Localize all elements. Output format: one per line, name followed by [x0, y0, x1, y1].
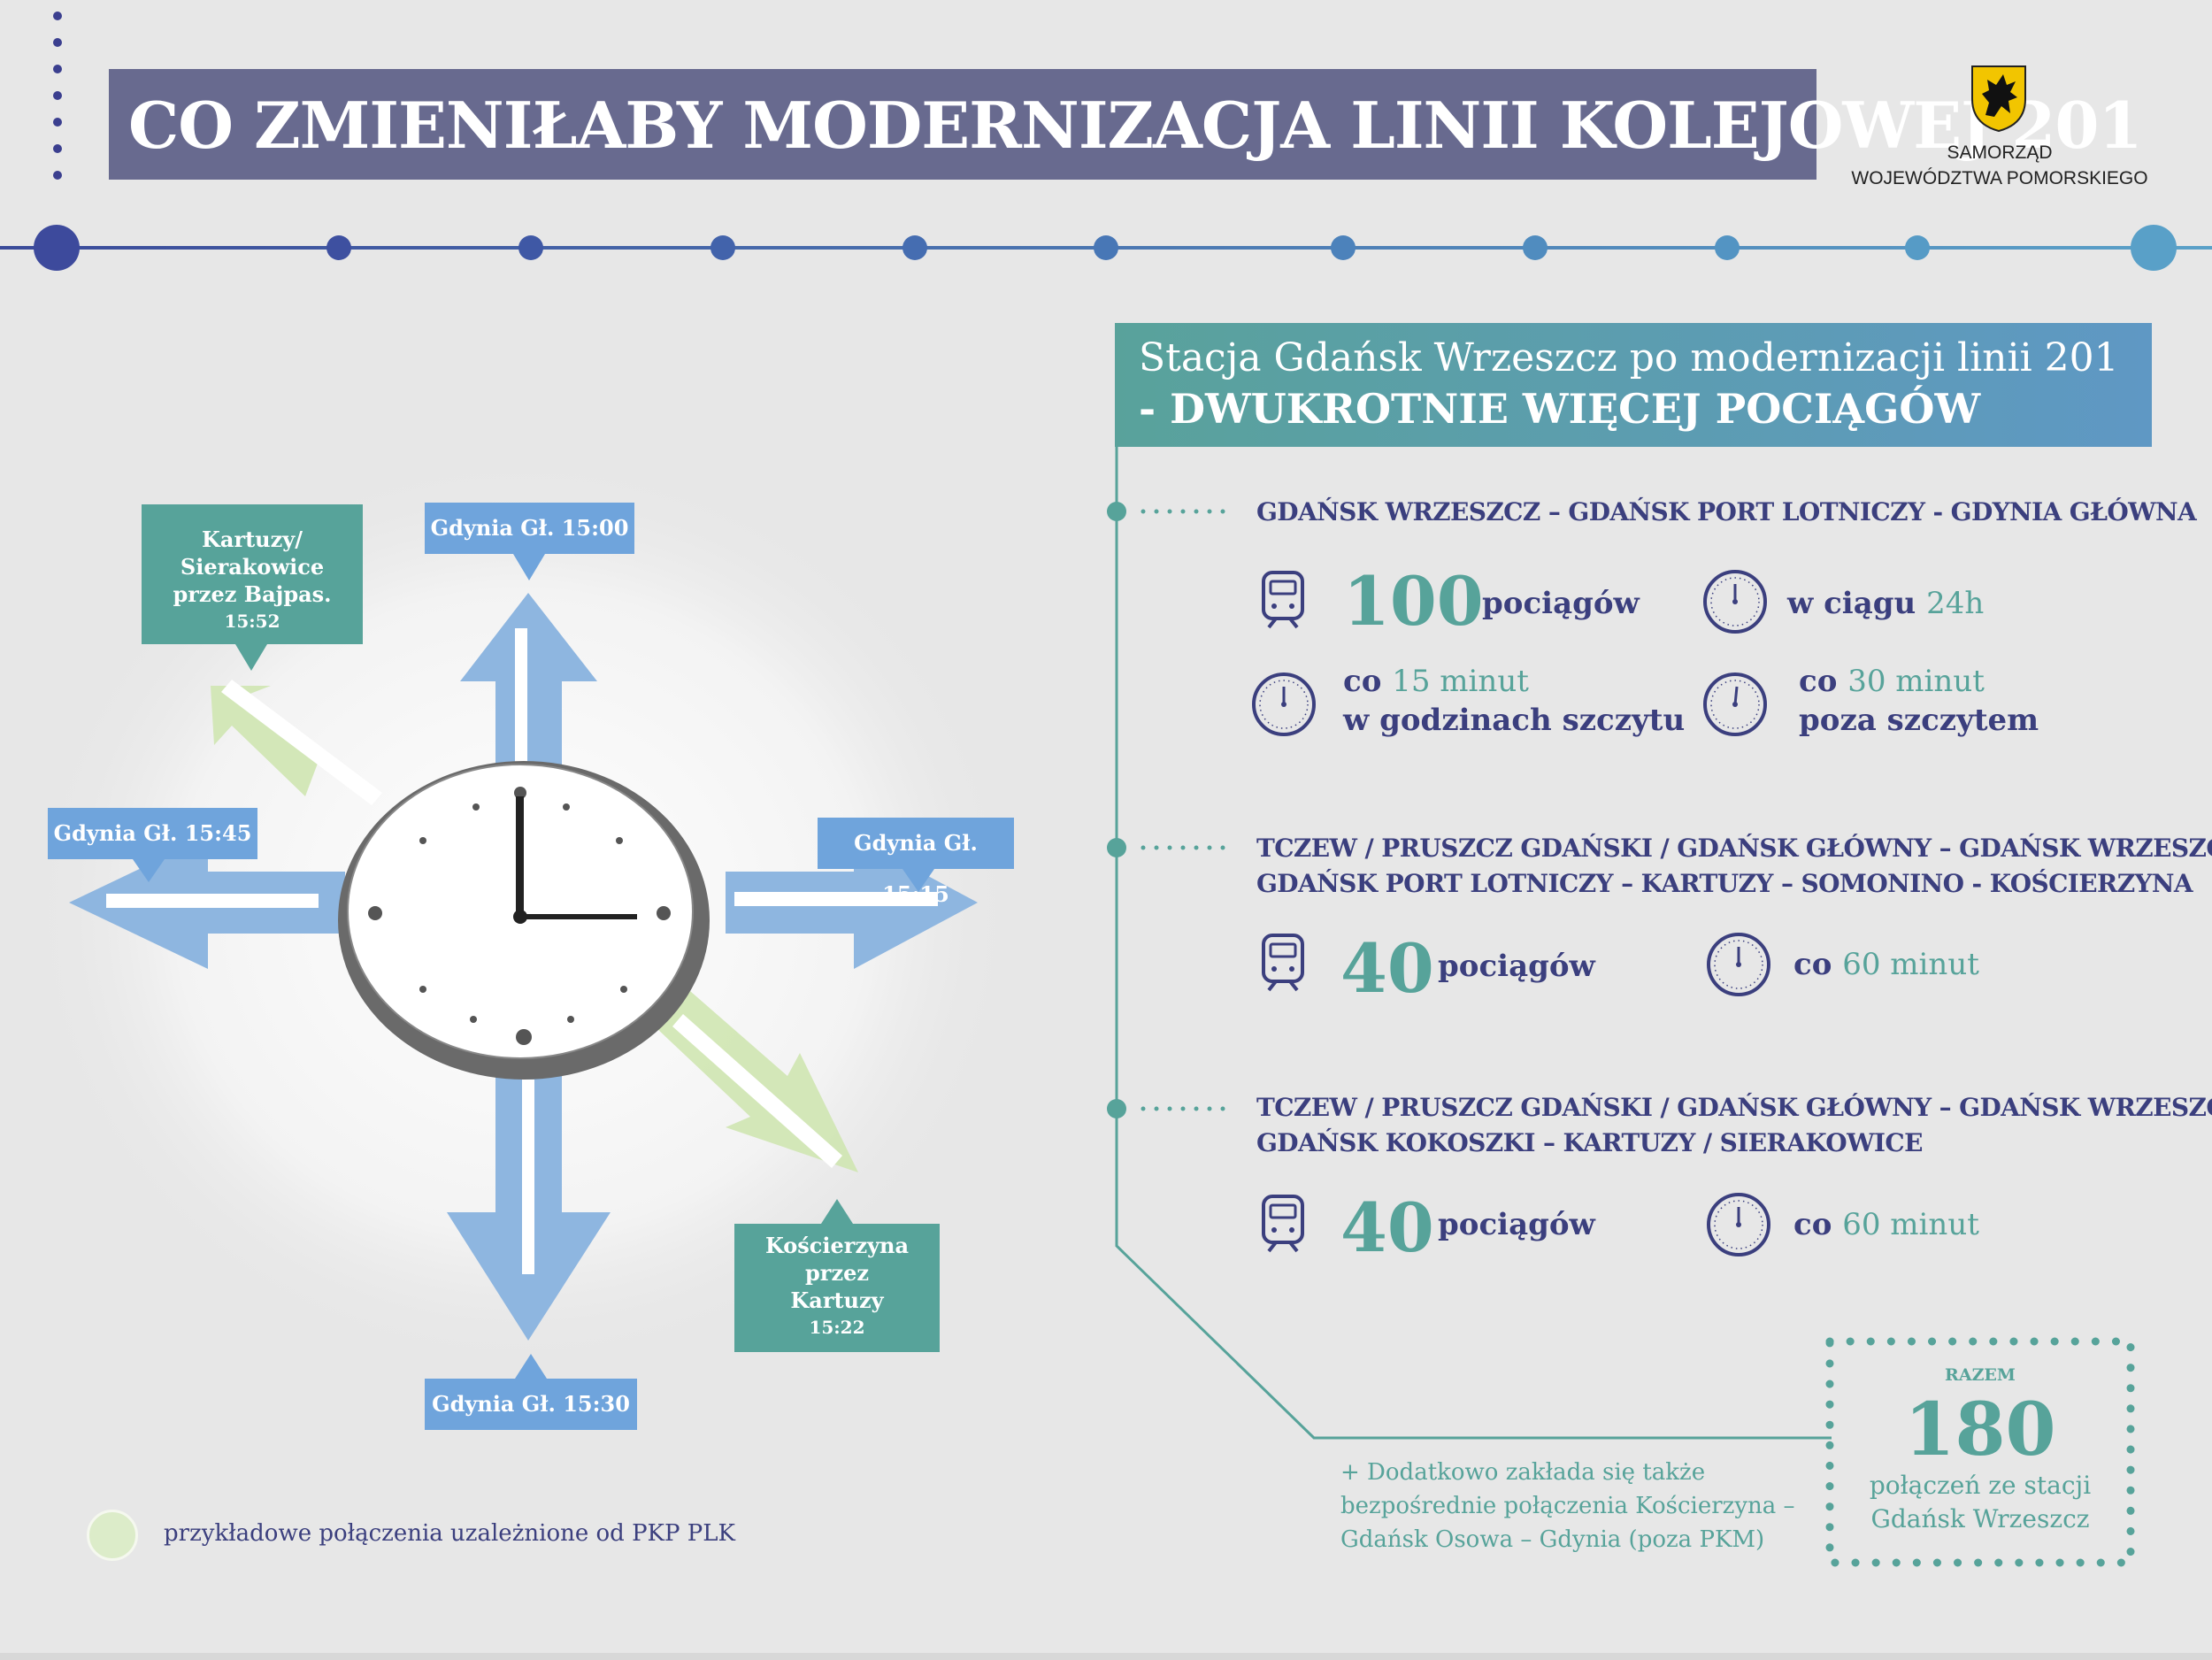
route3-freq: co 60 minut — [1793, 1205, 1979, 1244]
tag-south: Gdynia Gł. 15:30 — [425, 1379, 637, 1430]
page-title: CO ZMIENIŁABY MODERNIZACJA LINII KOLEJOW… — [128, 88, 2143, 163]
tag-se-line4: 15:22 — [809, 1317, 865, 1338]
total-label: RAZEM — [1945, 1365, 2016, 1385]
tag-nw-pointer — [235, 644, 267, 671]
arrow-north-blue — [460, 593, 597, 792]
clock-icon — [1707, 1193, 1770, 1257]
panel-title-line1: Stacja Gdańsk Wrzeszcz po modernizacji l… — [1139, 335, 2119, 380]
tag-se-line2: przez — [805, 1260, 869, 1286]
tag-west: Gdynia Gł. 15:45 — [48, 808, 257, 859]
tag-north-pointer — [513, 554, 545, 580]
train-icon — [1262, 934, 1304, 992]
griffin-shield-icon — [1971, 65, 2026, 133]
tag-west-pointer — [133, 859, 165, 882]
route3-name-line1: TCZEW / PRUSZCZ GDAŃSKI / GDAŃSK GŁÓWNY … — [1256, 1093, 2212, 1122]
route2-freq-value: 60 minut — [1842, 947, 1979, 982]
tag-nw: Kartuzy/ Sierakowice przez Bajpas. 15:52 — [142, 504, 363, 644]
route1-freq-peak-value: 15 minut — [1392, 664, 1529, 699]
route3-name-line2: GDAŃSK KOKOSZKI – KARTUZY / SIERAKOWICE — [1256, 1128, 1923, 1157]
tag-nw-line4: 15:52 — [224, 611, 280, 632]
tag-se-line1: Kościerzyna — [764, 1233, 910, 1258]
total-desc-line1: połączeń ze stacji — [1869, 1471, 2092, 1500]
route2-trains-label: pociągów — [1438, 949, 1595, 984]
arrow-south-blue — [447, 1062, 611, 1341]
tag-se: Kościerzyna przez Kartuzy 15:22 — [734, 1224, 940, 1352]
route1-freq-peak-prefix: co — [1343, 664, 1382, 699]
total-desc-line2: Gdańsk Wrzeszcz — [1870, 1504, 2090, 1533]
tag-nw-line2: Sierakowice — [180, 554, 325, 580]
logo-line2: WOJEWÓDZTWA POMORSKIEGO — [1851, 168, 2148, 188]
route1-name: GDAŃSK WRZESZCZ – GDAŃSK PORT LOTNICZY -… — [1256, 497, 2197, 526]
clock-icon — [1707, 933, 1770, 996]
route3-trains-label: pociągów — [1438, 1207, 1595, 1242]
tag-north: Gdynia Gł. 15:00 — [425, 503, 634, 554]
total-description: połączeń ze stacji Gdańsk Wrzeszcz — [1824, 1469, 2136, 1536]
route2-trains-count: 40 — [1340, 929, 1434, 1008]
total-box-dotted-frame — [1825, 1337, 2135, 1567]
route2-freq-prefix: co — [1793, 947, 1832, 982]
tag-south-pointer — [515, 1354, 547, 1379]
clock-icon — [1703, 570, 1767, 634]
route1-freq-peak-suffix: w godzinach szczytu — [1343, 703, 1686, 738]
footer-divider — [0, 1653, 2212, 1660]
route2-freq: co 60 minut — [1793, 945, 1979, 984]
route3-freq-value: 60 minut — [1842, 1207, 1979, 1242]
tag-nw-line3: przez Bajpas. — [173, 581, 332, 607]
route1-freq-off-prefix: co — [1799, 664, 1838, 699]
arrow-west-blue — [69, 836, 345, 969]
dotted-vertical-line — [53, 12, 62, 180]
route1-trains-count: 100 — [1343, 562, 1484, 641]
route1-freq-off-suffix: poza szczytem — [1799, 703, 2039, 738]
legend-text: przykładowe połączenia uzależnione od PK… — [164, 1520, 735, 1547]
tag-east: Gdynia Gł. 15:15 — [818, 818, 1014, 907]
tag-east-pointer — [902, 869, 934, 892]
title-banner — [109, 69, 1816, 180]
panel-header — [1115, 323, 2152, 447]
arrow-se-green — [655, 991, 858, 1172]
clock-minute-hand — [516, 796, 524, 916]
tag-se-line3: Kartuzy — [790, 1287, 884, 1313]
train-icon — [1262, 571, 1304, 629]
route1-freq-off-value: 30 minut — [1847, 664, 1985, 699]
route1-period-value: 24h — [1926, 586, 1985, 621]
train-icon — [1262, 1195, 1304, 1253]
route2-name-line1: TCZEW / PRUSZCZ GDAŃSKI / GDAŃSK GŁÓWNY … — [1256, 834, 2212, 863]
timeline-decoration — [0, 225, 2212, 271]
extra-note: + Dodatkowo zakłada się także bezpośredn… — [1340, 1459, 1795, 1553]
route1-trains-label: pociągów — [1482, 586, 1640, 621]
clock-face — [338, 761, 710, 1080]
total-value: 180 — [1904, 1387, 2056, 1472]
route1-period-prefix: w ciągu — [1787, 586, 1916, 621]
clock-illustration — [27, 460, 1018, 1372]
route1-period: w ciągu 24h — [1787, 584, 1984, 623]
route2-name-line2: GDAŃSK PORT LOTNICZY – KARTUZY – SOMONIN… — [1256, 869, 2193, 898]
legend-swatch — [87, 1510, 138, 1561]
clock-icon — [1703, 672, 1767, 736]
clock-icon — [1252, 672, 1316, 736]
clock-hour-hand — [518, 914, 637, 919]
route3-freq-prefix: co — [1793, 1207, 1832, 1242]
tag-se-pointer — [821, 1199, 853, 1224]
logo-caption: SAMORZĄD WOJEWÓDZTWA POMORSKIEGO — [1840, 140, 2159, 191]
arrow-nw-green — [211, 680, 382, 805]
route3-trains-count: 40 — [1340, 1188, 1434, 1267]
tag-nw-line1: Kartuzy/ — [202, 526, 303, 552]
route1-freq-peak: co 15 minut — [1343, 662, 1529, 701]
panel-title-line2: - DWUKROTNIE WIĘCEJ POCIĄGÓW — [1139, 385, 1981, 433]
route1-freq-off: co 30 minut — [1799, 662, 1985, 701]
logo-line1: SAMORZĄD — [1947, 142, 2053, 163]
